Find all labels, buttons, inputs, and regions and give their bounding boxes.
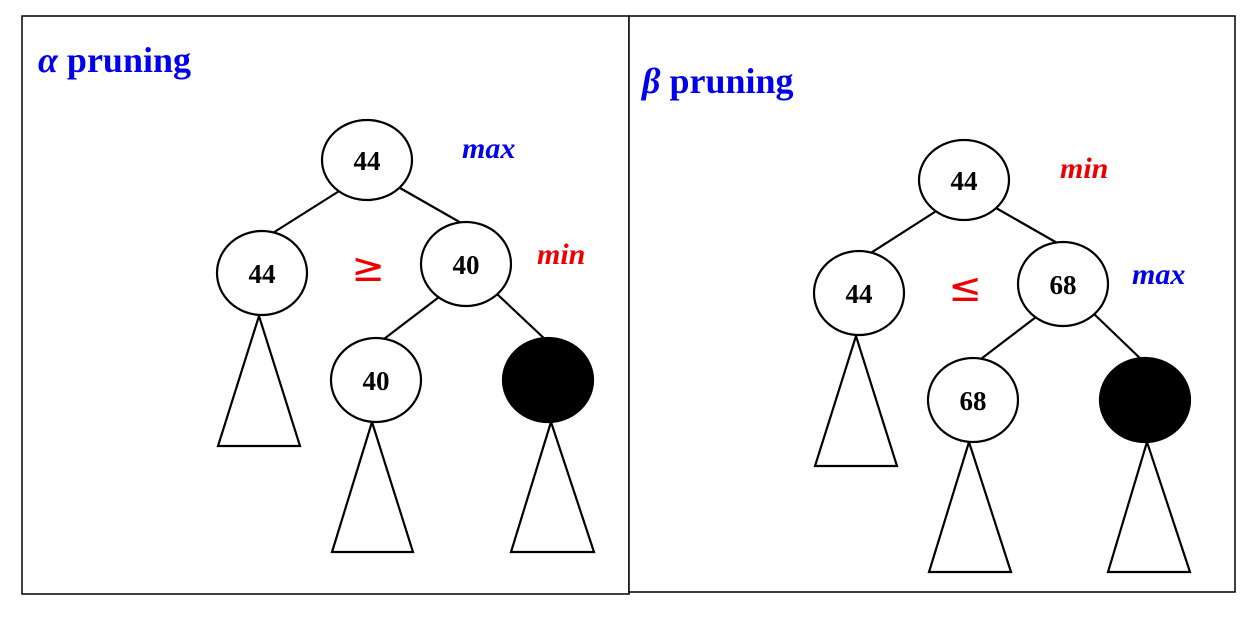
- beta-right-child-value: 68: [960, 386, 987, 416]
- beta-title-text: pruning: [660, 61, 793, 101]
- alpha-pruned-subtree: [509, 418, 596, 554]
- alpha-right-value: 40: [453, 250, 480, 280]
- beta-panel-title: β pruning: [640, 61, 794, 101]
- beta-pruned-node: [1098, 356, 1192, 444]
- beta-left-node: [812, 249, 906, 337]
- beta-right-node: [1016, 240, 1110, 328]
- beta-edge-right-pruned: [1093, 313, 1145, 363]
- alpha-mid-subtree: [330, 418, 415, 554]
- alpha-left-node: [215, 229, 309, 317]
- beta-pruned-subtree: [1106, 438, 1192, 574]
- alpha-right-node: [419, 220, 513, 308]
- alpha-left-subtree: [216, 312, 302, 448]
- alpha-pruned-node: [501, 336, 595, 424]
- alpha-role-max: max: [462, 132, 515, 165]
- edge-root-right: [399, 187, 471, 229]
- alpha-relation-symbol: ≥: [351, 245, 385, 291]
- alpha-pruning-panel: α pruning 44 44 40 40 ≥ max min: [21, 15, 630, 595]
- alpha-root-value: 44: [354, 146, 381, 176]
- beta-role-min: min: [1060, 152, 1108, 185]
- edge-right-pruned: [496, 293, 549, 343]
- beta-edge-root-right: [995, 207, 1067, 249]
- beta-relation-symbol: ≤: [948, 265, 982, 311]
- alpha-role-min: min: [537, 238, 585, 271]
- alpha-right-child-value: 40: [363, 366, 390, 396]
- beta-symbol: β: [640, 61, 661, 101]
- edge-right-leftchild: [379, 293, 444, 343]
- beta-edge-right-leftchild: [976, 313, 1041, 363]
- beta-right-value: 68: [1050, 270, 1077, 300]
- alpha-panel-title: α pruning: [38, 40, 191, 80]
- beta-mid-subtree: [927, 438, 1013, 574]
- beta-edge-root-left: [865, 207, 942, 257]
- alpha-left-value: 44: [249, 259, 276, 289]
- beta-left-value: 44: [846, 279, 873, 309]
- beta-role-max: max: [1132, 258, 1185, 291]
- beta-pruning-panel: β pruning 44 44 68 68 ≤ min max: [628, 15, 1236, 593]
- alpha-right-child-node: [329, 336, 423, 424]
- beta-root-node: [917, 138, 1011, 222]
- alpha-symbol: α: [38, 40, 59, 80]
- beta-root-value: 44: [951, 166, 978, 196]
- beta-left-subtree: [813, 332, 899, 468]
- beta-right-child-node: [926, 356, 1020, 444]
- edge-root-left: [267, 187, 345, 237]
- alpha-title-text: pruning: [58, 40, 191, 80]
- alpha-root-node: [320, 118, 414, 202]
